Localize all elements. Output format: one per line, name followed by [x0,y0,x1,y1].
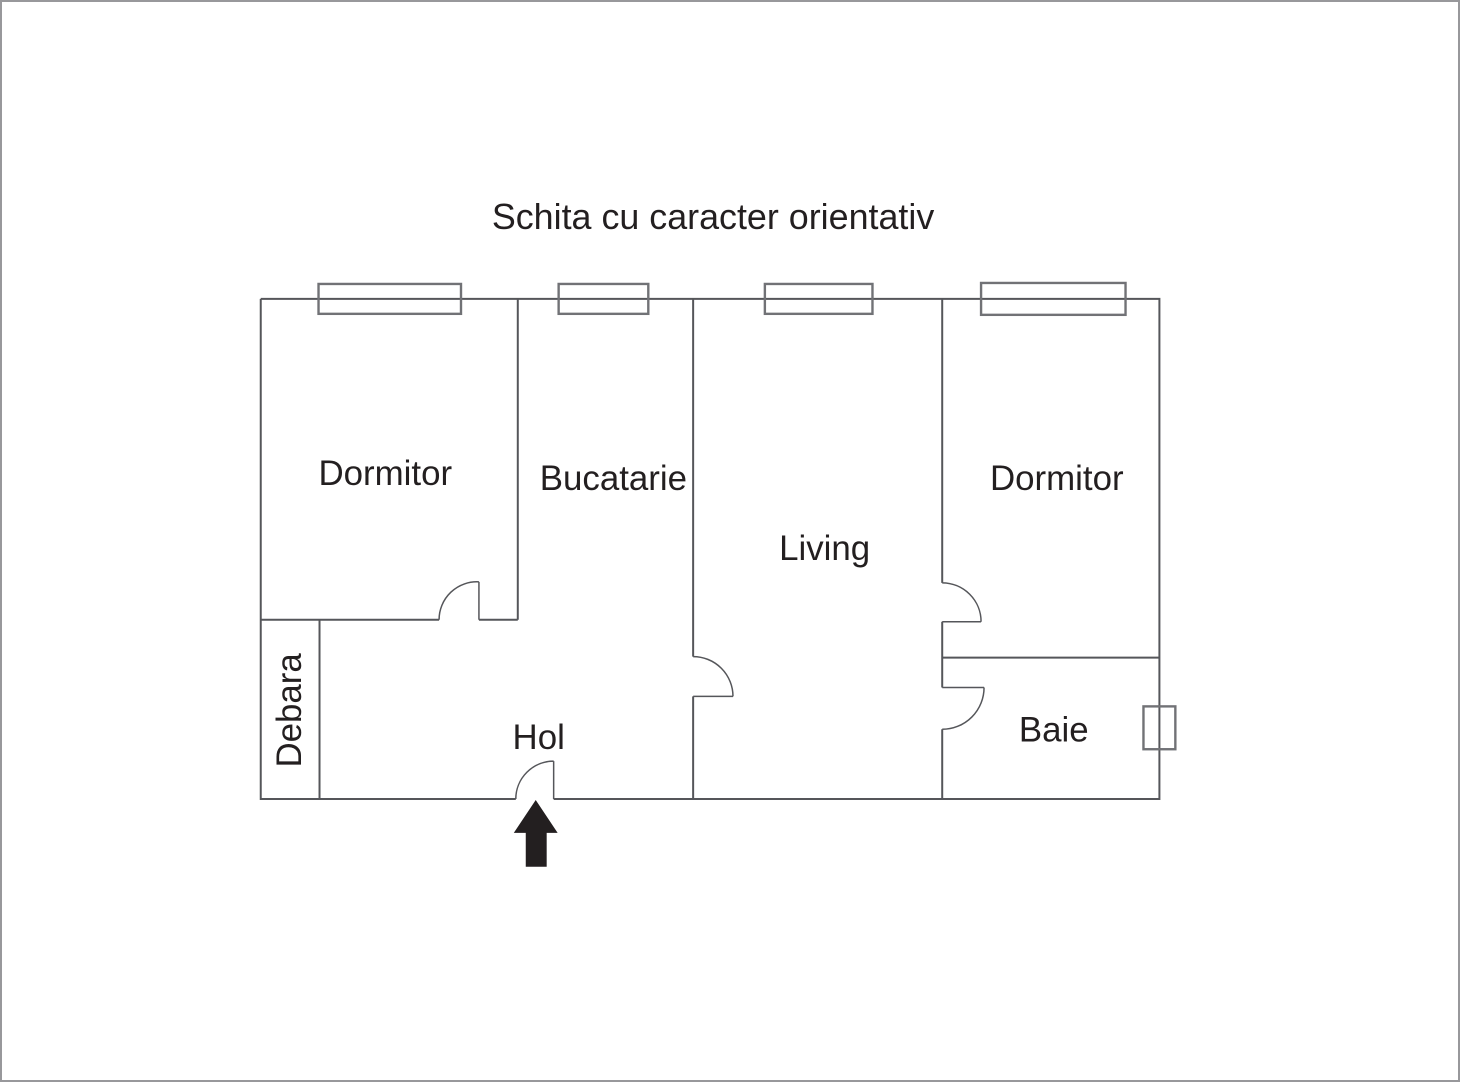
interior-wall-horizontal [260,618,1160,800]
room-label-dormitor-left: Dormitor [318,454,452,493]
windows-group [317,281,1177,751]
room-label-bucatarie: Bucatarie [540,459,687,498]
walls-group [259,297,1161,801]
labels-group: Schita cu caracter orientativ Dormitor B… [270,197,1124,767]
door-dormitor-right [942,582,982,623]
entrance-arrow-icon [513,800,558,867]
door-baie [942,686,985,731]
plan-title: Schita cu caracter orientativ [492,197,935,237]
room-label-debara: Debara [270,653,309,768]
interior-wall-vertical [516,298,944,800]
outer-wall [259,297,1161,801]
door-entrance [515,760,555,800]
door-dormitor-left [438,581,480,620]
room-label-living: Living [779,529,870,568]
window-baie [1142,705,1177,751]
room-label-dormitor-right: Dormitor [990,459,1124,498]
window-living [763,282,874,316]
window-bucatarie [557,282,650,316]
room-label-baie: Baie [1019,710,1089,749]
window-dormitor-left [317,282,463,316]
room-label-hol: Hol [513,718,565,757]
doors-group [438,581,985,800]
door-hol-living [693,655,734,698]
window-dormitor-right [979,281,1127,317]
